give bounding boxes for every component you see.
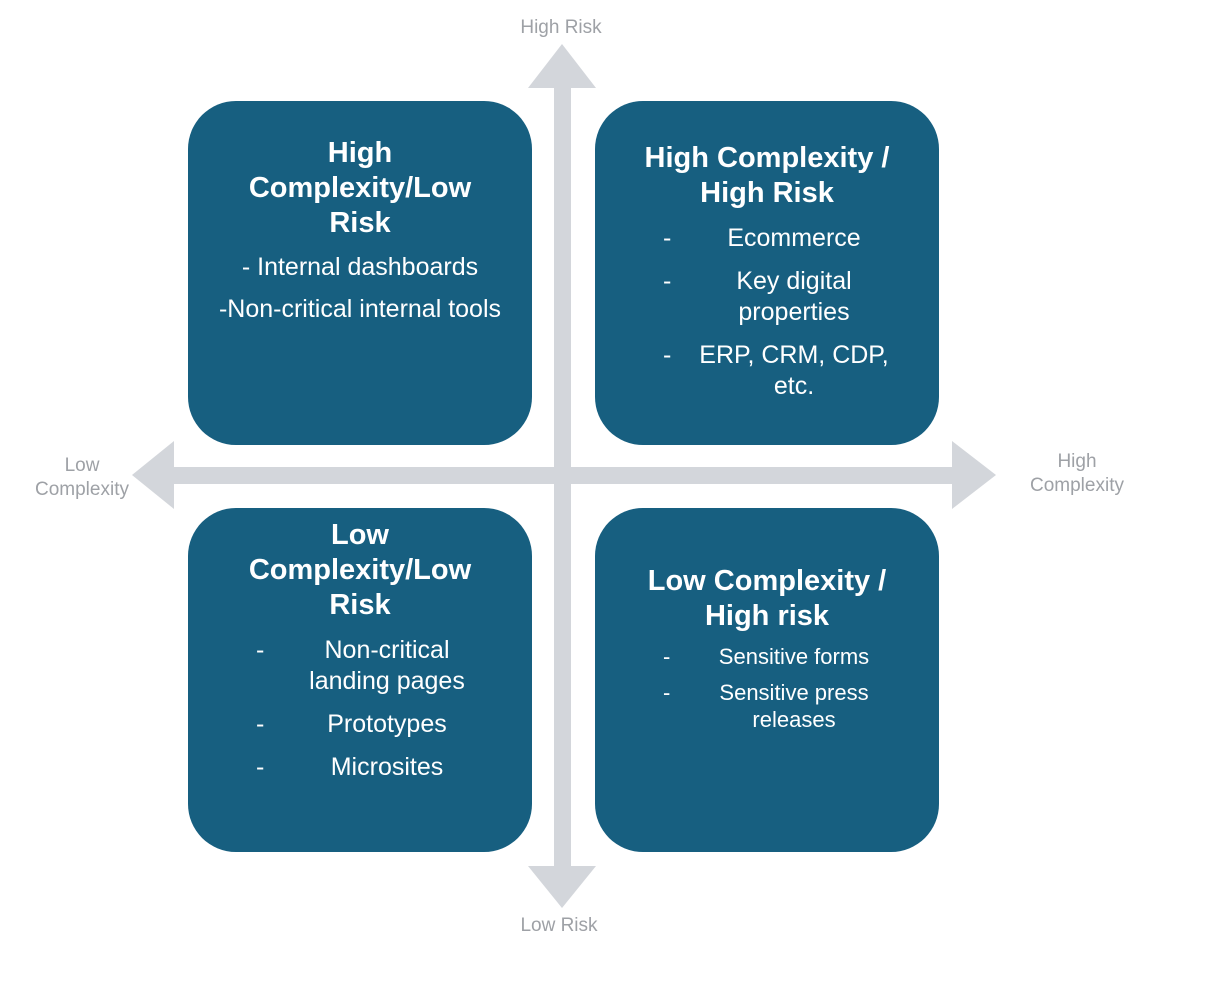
list-item: - Ecommerce <box>621 223 913 254</box>
list-item-text: Sensitive press releases <box>719 680 869 732</box>
bullet-dash: - <box>663 224 672 252</box>
list-item: - Non-critical landing pages <box>214 635 506 697</box>
bullet-dash: - <box>256 710 265 738</box>
quadrant-title: High Complexity / High Risk <box>644 142 890 209</box>
axis-label-high-risk: High Risk <box>520 17 602 38</box>
list-item: - Internal dashboards <box>241 253 479 281</box>
axis-label-high-complexity: High Complexity <box>1030 451 1124 496</box>
axis-label-low-complexity: Low Complexity <box>35 455 129 500</box>
bullet-dash: - <box>256 753 265 781</box>
list-item: - Sensitive forms <box>621 643 913 670</box>
quadrant-low-complexity-low-risk: Low Complexity/Low Risk - Non-critical la… <box>188 508 532 852</box>
list-item-text: Sensitive forms <box>718 644 870 669</box>
list-item-text: Ecommerce <box>727 224 861 252</box>
bullet-dash: - <box>256 636 265 664</box>
bullet-dash: - <box>663 341 672 369</box>
quadrant-title: High Complexity/Low Risk <box>248 137 472 239</box>
list-item: -Non-critical internal tools <box>218 295 502 323</box>
quadrant-low-complexity-high-risk: Low Complexity / High risk - Sensitive fo… <box>595 508 939 852</box>
list-item: - Sensitive press releases <box>621 679 913 733</box>
down-arrow-head <box>528 866 596 908</box>
quadrant-item-list: - Sensitive forms - Sensitive press releas… <box>621 643 913 733</box>
quadrant-title: Low Complexity/Low Risk <box>248 519 472 621</box>
up-arrow-head <box>528 44 596 88</box>
list-item-text: Prototypes <box>327 710 447 738</box>
list-item-text: Microsites <box>330 753 444 781</box>
list-item: - Key digital properties <box>621 266 913 328</box>
axis-label-low-risk: Low Risk <box>520 915 598 936</box>
horizontal-axis-shaft <box>166 467 961 484</box>
quadrant-item-list: - Internal dashboards -Non-critical inte… <box>214 252 506 325</box>
right-arrow-head <box>952 441 996 509</box>
list-item-text: ERP, CRM, CDP, etc. <box>699 341 889 400</box>
quadrant-high-complexity-low-risk: High Complexity/Low Risk - Internal dash… <box>188 101 532 445</box>
list-item: -ERP, CRM, CDP, etc. <box>621 340 913 402</box>
quadrant-item-list: -Ecommerce -Key digital properties -ERP,… <box>621 223 913 402</box>
list-item: - Prototypes <box>214 709 506 740</box>
list-item: - Microsites <box>214 752 506 783</box>
quadrant-item-list: -Non-critical landing pages -Prototypes … <box>214 635 506 783</box>
bullet-dash: - <box>663 267 672 295</box>
left-arrow-head <box>132 441 174 509</box>
quadrant-high-complexity-high-risk: High Complexity / High Risk - Ecommerce -… <box>595 101 939 445</box>
bullet-dash: - <box>663 644 671 669</box>
list-item-text: Key digital properties <box>736 267 852 326</box>
quadrant-title: Low Complexity / High risk <box>647 565 887 632</box>
bullet-dash: - <box>663 680 671 705</box>
list-item-text: Non-critical landing pages <box>309 636 465 695</box>
